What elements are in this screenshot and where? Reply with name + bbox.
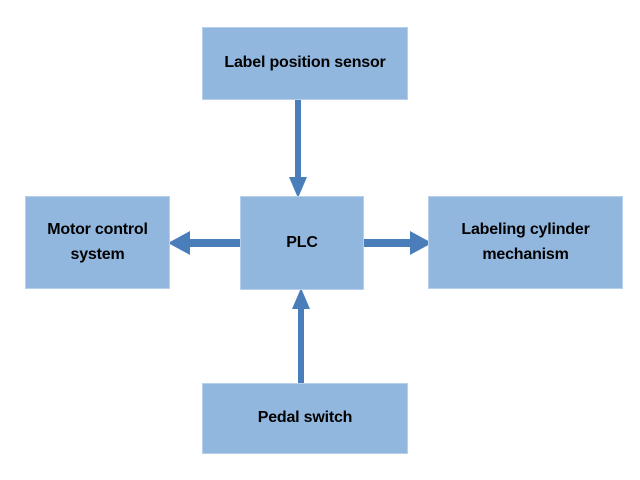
arrow-shaft [298,308,304,385]
arrow-head [168,231,190,255]
arrow-head [410,231,432,255]
node-label: Label position sensor [224,54,386,72]
node-motor-control-system[interactable]: Motor control system [25,196,170,289]
node-label: Pedal switch [257,409,353,427]
node-labeling-cylinder-mechanism[interactable]: Labeling cylinder mechanism [428,196,623,289]
node-pedal-switch[interactable]: Pedal switch [202,383,408,454]
arrow-down-icon-sensor-to-plc [280,100,316,198]
node-plc[interactable]: PLC [240,196,364,290]
arrow-up-icon-pedal-to-plc [285,288,319,385]
arrow-shaft [362,239,412,247]
node-label: Motor control system [47,220,148,263]
arrow-shaft [189,239,242,247]
node-label: PLC [286,233,318,251]
node-label: Labeling cylinder mechanism [461,220,590,263]
arrow-right-icon-plc-to-cylinder [362,225,432,261]
arrow-left-icon-plc-to-motor [168,225,242,261]
arrow-shaft [295,100,301,180]
arrow-head [289,177,307,198]
node-label-position-sensor[interactable]: Label position sensor [202,27,408,100]
arrow-head [292,288,310,309]
